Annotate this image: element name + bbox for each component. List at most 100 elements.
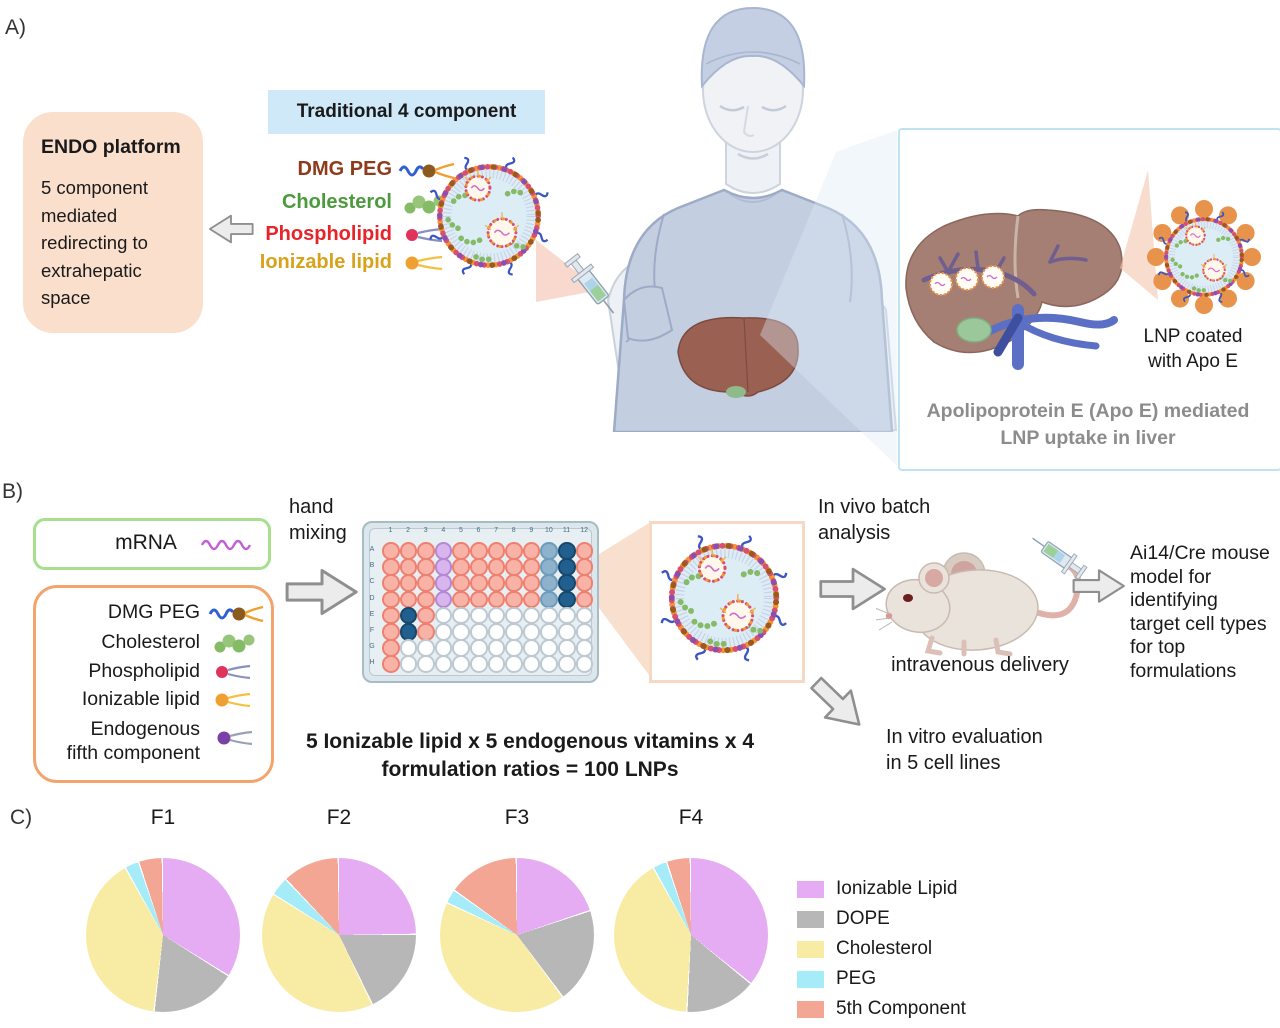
plate-well <box>558 558 576 576</box>
plate-well <box>487 606 506 625</box>
plate-well <box>470 639 488 657</box>
plate-col-label: 1 <box>388 527 393 534</box>
legend-swatch <box>797 910 824 928</box>
plate-row-label: F <box>369 627 375 634</box>
pie-block-f3: F3 <box>440 806 594 1012</box>
plate-col-label: 10 <box>544 527 553 534</box>
plate-well <box>434 590 453 609</box>
plate-well <box>540 574 558 592</box>
pie-chart-f2 <box>262 858 416 1012</box>
liver-illustration <box>905 208 1123 370</box>
plate-well <box>399 542 418 560</box>
plate-well <box>382 590 400 609</box>
plate-well <box>434 574 453 592</box>
plate-well <box>452 574 470 592</box>
mouse-nose <box>885 612 893 620</box>
plate-well <box>452 558 470 576</box>
plate-well <box>540 590 558 609</box>
pie-chart-f1 <box>86 858 240 1012</box>
plate-well <box>382 606 400 625</box>
plate-well <box>399 639 418 657</box>
in-vivo-line2: analysis <box>818 522 891 544</box>
plate-well <box>558 639 576 657</box>
plate-well <box>575 623 594 641</box>
legend-row: PEG <box>797 968 966 990</box>
legend-row: Cholesterol <box>797 938 966 960</box>
lnp-coated-caption-line1: LNP coated <box>1143 326 1243 347</box>
plate-well <box>575 590 594 609</box>
plate-col-label: 9 <box>529 527 534 534</box>
closed-eyes <box>719 104 787 112</box>
plate-row-label: A <box>369 546 375 553</box>
in-vitro-line2: in 5 cell lines <box>886 752 1001 774</box>
plate-well <box>505 574 523 592</box>
lnp-coated-caption-line2: with Apo E <box>1148 351 1238 372</box>
plate-well <box>470 558 488 576</box>
plate-col-label: 5 <box>458 527 463 534</box>
plate-well <box>558 606 576 625</box>
plate-well <box>522 623 541 641</box>
legend-swatch <box>797 1000 824 1018</box>
mouse-illustration <box>876 552 1081 657</box>
lnp-illustration-a <box>424 151 554 281</box>
plate-well <box>417 542 435 560</box>
component-label-phospholipid: Phospholipid <box>265 223 392 245</box>
arrow-right-icon-3 <box>1072 568 1126 604</box>
plate-well <box>382 623 400 641</box>
pie-title-f1: F1 <box>150 806 176 829</box>
pie-block-f1: F1 <box>86 806 240 1012</box>
endo-platform-title: ENDO platform <box>41 136 181 158</box>
plate-col-label: 3 <box>423 527 428 534</box>
plate-well <box>505 655 523 673</box>
pie-title-f3: F3 <box>504 806 530 829</box>
legend-label: Cholesterol <box>836 938 933 959</box>
apoe-caption-line1: Apolipoprotein E (Apo E) mediated <box>926 400 1250 422</box>
apoe-caption-line2: LNP uptake in liver <box>1000 427 1176 449</box>
formula-line1: 5 Ionizable lipid x 5 endogenous vitamin… <box>305 730 755 753</box>
component-label-ionizable-lipid: Ionizable lipid <box>259 251 392 273</box>
ionizable-lipid-icon <box>405 255 443 271</box>
ai14-line2: model for <box>1130 565 1212 588</box>
plate-well <box>417 574 435 592</box>
panel-b-label: B) <box>2 480 23 503</box>
plate-well <box>470 574 488 592</box>
hand-mixing-line1: hand <box>289 496 334 518</box>
b-phospholipid-icon <box>216 664 251 680</box>
ai14-text-block: Ai14/Cre mouse model for identifying tar… <box>1130 542 1280 683</box>
legend-label: 5th Component <box>836 998 966 1019</box>
pie-block-f2: F2 <box>262 806 416 1012</box>
pie-title-f4: F4 <box>678 806 704 829</box>
mrna-label: mRNA <box>115 531 177 554</box>
patient-figure <box>606 6 898 432</box>
plate-well <box>399 558 418 576</box>
b-cholesterol-icon <box>214 634 255 653</box>
plate-well <box>540 606 558 625</box>
lnp-particles-in-liver <box>929 265 1005 296</box>
plate-well <box>382 542 400 560</box>
plate-well <box>434 639 453 657</box>
plate-well <box>452 639 470 657</box>
ai14-line4: target cell types <box>1130 612 1267 635</box>
lnp-coated-with-apoe <box>1147 200 1261 314</box>
plate-well <box>452 542 470 560</box>
plate-well <box>470 606 488 625</box>
plate-well <box>522 590 541 609</box>
plate-well <box>522 542 541 560</box>
b-label-ionizable-lipid: Ionizable lipid <box>81 688 200 710</box>
endo-platform-body: 5 component mediated redirecting to extr… <box>41 177 148 308</box>
b-label-phospholipid: Phospholipid <box>88 660 200 682</box>
intravenous-delivery-label: intravenous delivery <box>891 654 1069 676</box>
plate-well <box>382 655 400 673</box>
plate-well <box>434 623 453 641</box>
plate-well <box>505 623 523 641</box>
legend-row: DOPE <box>797 908 966 930</box>
pie-chart-f3 <box>440 858 594 1012</box>
plate-row-label: G <box>369 643 375 651</box>
plate-well <box>575 558 594 576</box>
plate-well <box>522 639 541 657</box>
plate-row-label: B <box>369 562 375 570</box>
component-label-dmg-peg: DMG PEG <box>297 158 392 180</box>
plate-col-label: 8 <box>511 527 516 534</box>
plate-well <box>417 655 435 673</box>
